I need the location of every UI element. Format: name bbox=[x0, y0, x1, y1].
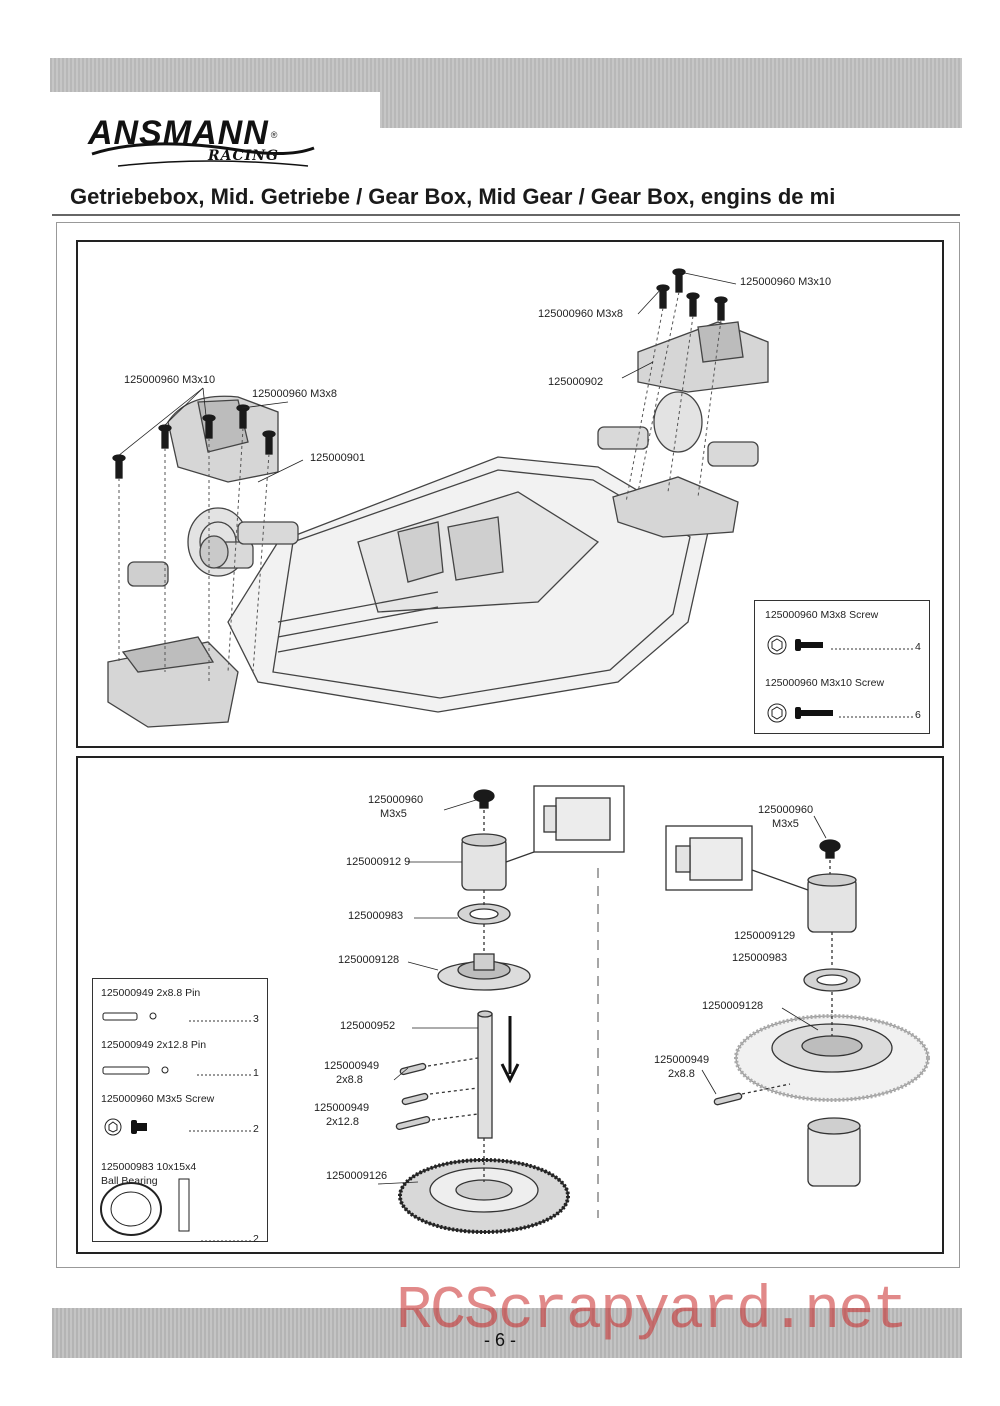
page-number: - 6 - bbox=[483, 1330, 516, 1350]
callout-right-pin-size: 2x8.8 bbox=[668, 1068, 695, 1080]
callout-pin-short: 125000949 bbox=[324, 1060, 380, 1072]
legend-row-bearing: 125000983 10x15x4 bbox=[101, 1161, 197, 1173]
parts-legend-pins: 125000949 2x8.8 Pin 3 125000949 2x12.8 P… bbox=[92, 978, 268, 1245]
section-title-bar: Getriebebox, Mid. Getriebe / Gear Box, M… bbox=[52, 180, 960, 216]
callout-pin-short-size: 2x8.8 bbox=[336, 1074, 363, 1086]
callout-right-screw: 125000960 bbox=[758, 804, 814, 816]
callout-left-m3x10: 125000960 M3x10 bbox=[124, 374, 216, 386]
callout-right-spur: 1250009128 bbox=[702, 1000, 764, 1012]
legend-qty-m3x8: 4 bbox=[915, 641, 921, 653]
callout-right-bearing: 125000983 bbox=[732, 952, 788, 964]
callout-spur-gear-hub: 1250009128 bbox=[338, 954, 400, 966]
legend-row-m3x8: 125000960 M3x8 Screw bbox=[765, 609, 879, 621]
parts-legend-screws: 125000960 M3x8 Screw 4 125000960 M3x10 S… bbox=[754, 600, 930, 734]
callout-pin-long-size: 2x12.8 bbox=[326, 1116, 360, 1128]
callout-top-m3x10: 125000960 M3x10 bbox=[740, 276, 832, 288]
logo-subtext: RACING bbox=[208, 148, 279, 164]
header-logo-area bbox=[50, 92, 380, 182]
legend-row-bearing-desc: Ball Bearing bbox=[101, 1175, 158, 1187]
callout-right-screw-size: M3x5 bbox=[772, 818, 799, 830]
callout-gearbox-cover-right: 125000902 bbox=[548, 376, 604, 388]
gearbox-assembly-panel: 125000960 M3x10 125000960 M3x8 125000902… bbox=[76, 240, 944, 748]
callout-right-coupler: 1250009129 bbox=[734, 930, 796, 942]
callout-right-pin: 125000949 bbox=[654, 1054, 710, 1066]
legend-row-pin-2x8: 125000949 2x8.8 Pin bbox=[101, 987, 201, 999]
legend-qty-bearing: 2 bbox=[253, 1233, 259, 1245]
legend-screw-icons bbox=[767, 635, 913, 723]
legend-qty-m3x10: 6 bbox=[915, 709, 921, 721]
callout-shaft: 125000952 bbox=[340, 1020, 396, 1032]
legend-qty-screw-m3x5: 2 bbox=[253, 1123, 259, 1135]
callout-top-m3x8: 125000960 M3x8 bbox=[538, 308, 624, 320]
gearbox-exploded-drawing bbox=[107, 268, 769, 728]
callout-left-m3x8: 125000960 M3x8 bbox=[252, 388, 338, 400]
mid-gear-panel: 125000960 M3x5 125000912 9 125000983 125… bbox=[76, 756, 944, 1254]
mid-gear-exploded-drawing bbox=[377, 785, 930, 1234]
legend-qty-pin-2x8: 3 bbox=[253, 1013, 259, 1025]
legend-part-icons bbox=[100, 1012, 251, 1241]
callout-gearbox-cover-left: 125000901 bbox=[310, 452, 366, 464]
callout-ball-bearing: 125000983 bbox=[348, 910, 404, 922]
section-title: Getriebebox, Mid. Getriebe / Gear Box, M… bbox=[70, 184, 836, 209]
ansmann-logo: ANSMANN® RACING bbox=[88, 114, 315, 167]
legend-row-m3x10: 125000960 M3x10 Screw bbox=[765, 677, 885, 689]
callout-pin-long: 125000949 bbox=[314, 1102, 370, 1114]
callout-coupler: 125000912 9 bbox=[346, 856, 411, 868]
legend-row-pin-2x12: 125000949 2x12.8 Pin bbox=[101, 1039, 207, 1051]
logo-text: ANSMANN bbox=[88, 114, 269, 152]
callout-screw-m3x5: 125000960 bbox=[368, 794, 424, 806]
callout-screw-m3x5-size: M3x5 bbox=[380, 808, 407, 820]
footer-band bbox=[52, 1308, 962, 1358]
watermark: RCScrapyard.net bbox=[396, 1278, 908, 1346]
callout-spur-gear: 1250009126 bbox=[326, 1170, 388, 1182]
content-frame bbox=[56, 222, 960, 1268]
legend-row-screw-m3x5: 125000960 M3x5 Screw bbox=[101, 1093, 215, 1105]
logo-swoosh bbox=[91, 142, 315, 167]
legend-qty-pin-2x12: 1 bbox=[253, 1067, 259, 1079]
